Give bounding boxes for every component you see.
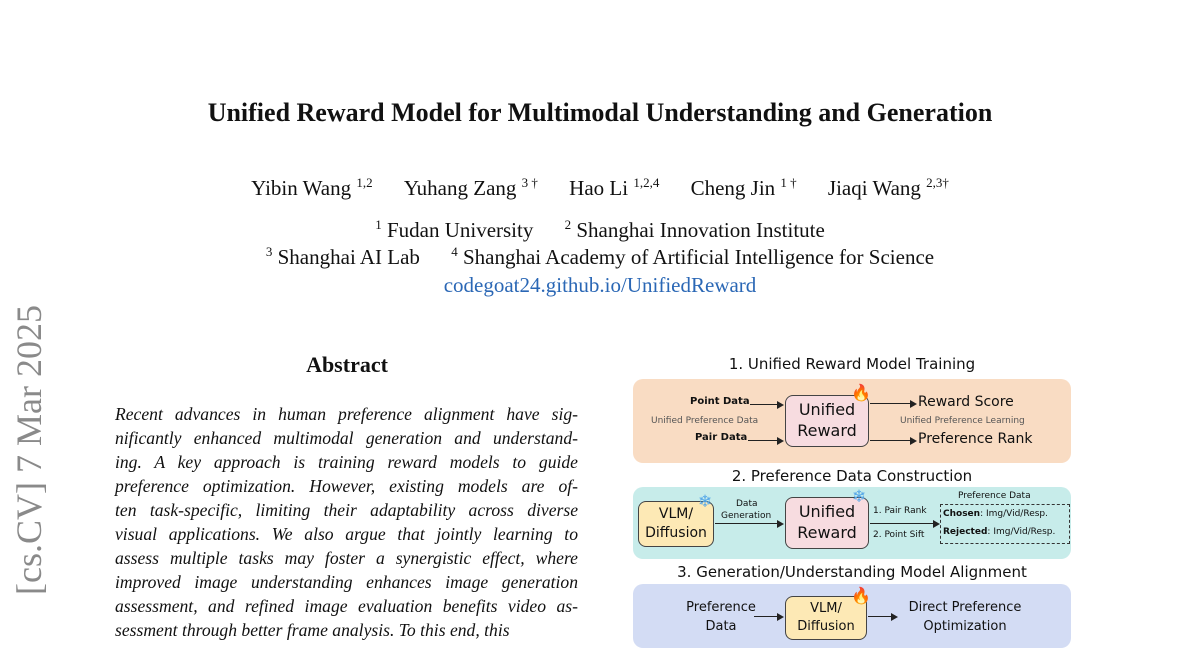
arrow bbox=[870, 519, 940, 528]
preference-data-title: Preference Data bbox=[958, 491, 1031, 501]
affiliation: 4 Shanghai Academy of Artificial Intelli… bbox=[451, 244, 935, 269]
abstract-line: sessment through better frame analysis. … bbox=[115, 620, 510, 640]
pair-rank-label: 1. Pair Rank bbox=[873, 506, 927, 516]
point-data-label: Point Data bbox=[690, 396, 750, 407]
affiliations-line-1: 1 Fudan University 2 Shanghai Innovation… bbox=[0, 218, 1200, 243]
rejected-line: Rejected: Img/Vid/Resp. bbox=[943, 527, 1056, 537]
section-1-title: 1. Unified Reward Model Training bbox=[728, 355, 976, 373]
abstract-line: visual applications. We also argue that … bbox=[115, 524, 578, 544]
arrow bbox=[870, 399, 917, 408]
chosen-line: Chosen: Img/Vid/Resp. bbox=[943, 509, 1048, 519]
affiliations-line-2: 3 Shanghai AI Lab 4 Shanghai Academy of … bbox=[0, 245, 1200, 270]
affiliation: 3 Shanghai AI Lab bbox=[265, 244, 420, 269]
author: Cheng Jin 1 † bbox=[690, 175, 797, 200]
author-list: Yibin Wang 1,2 Yuhang Zang 3 † Hao Li 1,… bbox=[0, 176, 1200, 201]
arrow bbox=[868, 612, 898, 621]
abstract-line: assessment, and refined image evaluation… bbox=[115, 596, 578, 616]
unified-preference-data-label: Unified Preference Data bbox=[651, 416, 759, 426]
affiliation: 2 Shanghai Innovation Institute bbox=[564, 217, 825, 242]
abstract-line: ing. A key approach is training reward m… bbox=[115, 452, 578, 472]
arrow bbox=[754, 612, 784, 621]
author: Hao Li 1,2,4 bbox=[569, 175, 660, 200]
data-generation-label-2: Generation bbox=[721, 511, 772, 521]
abstract-line: nificantly enhanced multimodal generatio… bbox=[115, 428, 578, 448]
arrow bbox=[870, 436, 917, 445]
fire-icon: 🔥 bbox=[851, 383, 871, 402]
section-3-title: 3. Generation/Understanding Model Alignm… bbox=[677, 563, 1027, 581]
arrow bbox=[750, 400, 784, 409]
author: Yuhang Zang 3 † bbox=[403, 175, 538, 200]
pair-data-label: Pair Data bbox=[695, 432, 748, 443]
snowflake-icon: ❄ bbox=[852, 487, 867, 507]
arrow bbox=[715, 519, 784, 528]
vlm-diffusion-box: VLM/Diffusion bbox=[785, 596, 867, 640]
preference-data-box bbox=[940, 504, 1070, 544]
vlm-diffusion-box: VLM/Diffusion bbox=[638, 501, 714, 547]
abstract-line: improved image understanding enhances im… bbox=[115, 572, 578, 592]
abstract-line: Recent advances in human preference alig… bbox=[115, 404, 578, 424]
abstract-line: preference optimization. However, existi… bbox=[115, 476, 578, 496]
point-sift-label: 2. Point Sift bbox=[873, 530, 925, 540]
abstract-heading: Abstract bbox=[306, 352, 388, 377]
paper-title: Unified Reward Model for Multimodal Unde… bbox=[207, 98, 993, 127]
snowflake-icon: ❄ bbox=[698, 492, 713, 512]
reward-score-label: Reward Score bbox=[918, 394, 1014, 410]
author: Jiaqi Wang 2,3† bbox=[827, 175, 949, 200]
data-generation-label-1: Data bbox=[736, 499, 758, 509]
abstract-line: ten task-specific, limiting their adapta… bbox=[115, 500, 578, 520]
arrow bbox=[748, 436, 784, 445]
author: Yibin Wang 1,2 bbox=[251, 175, 373, 200]
section-2-title: 2. Preference Data Construction bbox=[731, 467, 973, 485]
abstract-line: assess multiple tasks may foster a syner… bbox=[115, 548, 578, 568]
preference-rank-label: Preference Rank bbox=[918, 431, 1033, 447]
arxiv-stamp: [cs.CV] 7 Mar 2025 bbox=[9, 305, 49, 595]
affiliation: 1 Fudan University bbox=[375, 217, 534, 242]
project-link[interactable]: codegoat24.github.io/UnifiedReward bbox=[443, 273, 757, 297]
abstract-body: Recent advances in human preference alig… bbox=[115, 402, 578, 642]
unified-preference-learning-label: Unified Preference Learning bbox=[900, 416, 1025, 426]
fire-icon: 🔥 bbox=[851, 586, 871, 605]
